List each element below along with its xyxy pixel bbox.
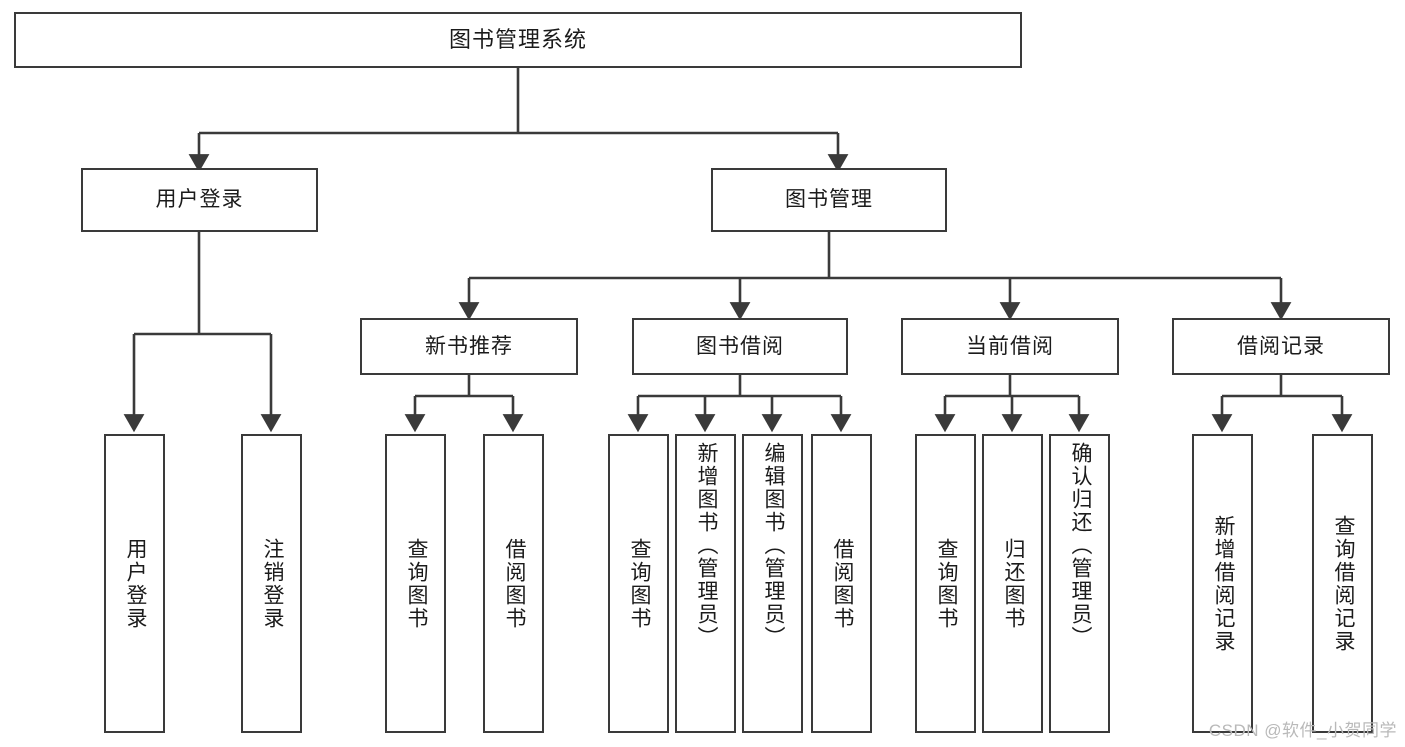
node-borrow-record[interactable]: 借阅记录 <box>1172 318 1390 375</box>
node-leaf-confirm-return[interactable]: 确认归还（管理员） <box>1049 434 1110 733</box>
node-leaf-edit-book[interactable]: 编辑图书（管理员） <box>742 434 803 733</box>
node-book-borrow[interactable]: 图书借阅 <box>632 318 848 375</box>
node-leaf-return-book[interactable]: 归还图书 <box>982 434 1043 733</box>
node-leaf-query-book-1[interactable]: 查询图书 <box>385 434 446 733</box>
node-leaf-user-logout[interactable]: 注销登录 <box>241 434 302 733</box>
node-root-system[interactable]: 图书管理系统 <box>14 12 1022 68</box>
node-leaf-add-record[interactable]: 新增借阅记录 <box>1192 434 1253 733</box>
node-leaf-query-book-2[interactable]: 查询图书 <box>608 434 669 733</box>
node-book-management[interactable]: 图书管理 <box>711 168 947 232</box>
node-user-login[interactable]: 用户登录 <box>81 168 318 232</box>
node-leaf-borrow-book-1[interactable]: 借阅图书 <box>483 434 544 733</box>
node-leaf-user-login[interactable]: 用户登录 <box>104 434 165 733</box>
node-leaf-query-book-3[interactable]: 查询图书 <box>915 434 976 733</box>
node-leaf-borrow-book-2[interactable]: 借阅图书 <box>811 434 872 733</box>
node-current-borrow[interactable]: 当前借阅 <box>901 318 1119 375</box>
watermark-credit: CSDN @软件_小贺同学 <box>1208 721 1397 740</box>
node-leaf-query-record[interactable]: 查询借阅记录 <box>1312 434 1373 733</box>
node-new-book-recommend[interactable]: 新书推荐 <box>360 318 578 375</box>
node-leaf-add-book[interactable]: 新增图书（管理员） <box>675 434 736 733</box>
